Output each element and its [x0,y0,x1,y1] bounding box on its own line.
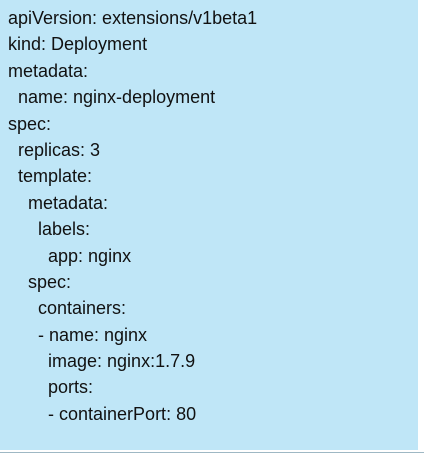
yaml-code-block: apiVersion: extensions/v1beta1 kind: Dep… [8,5,257,427]
yaml-line-container-name: - name: nginx [8,324,148,345]
yaml-line-spec: spec: [8,113,52,134]
yaml-line-kind: kind: Deployment [8,34,148,55]
yaml-line-app: app: nginx [8,245,132,266]
yaml-code-panel: apiVersion: extensions/v1beta1 kind: Dep… [0,0,420,452]
yaml-line-ports: ports: [8,377,94,398]
yaml-line-metadata: metadata: [8,60,89,81]
yaml-line-labels: labels: [8,219,91,240]
yaml-line-template: template: [8,166,93,187]
yaml-line-apiversion: apiVersion: extensions/v1beta1 [8,8,258,28]
yaml-line-name: name: nginx-deployment [8,87,216,108]
yaml-line-template-spec: spec: [8,271,72,292]
bottom-border-line [0,452,424,453]
yaml-line-containers: containers: [8,298,127,319]
yaml-line-container-port: - containerPort: 80 [8,403,197,424]
yaml-line-image: image: nginx:1.7.9 [8,351,196,372]
yaml-line-replicas: replicas: 3 [8,139,101,160]
yaml-line-template-metadata: metadata: [8,192,109,213]
